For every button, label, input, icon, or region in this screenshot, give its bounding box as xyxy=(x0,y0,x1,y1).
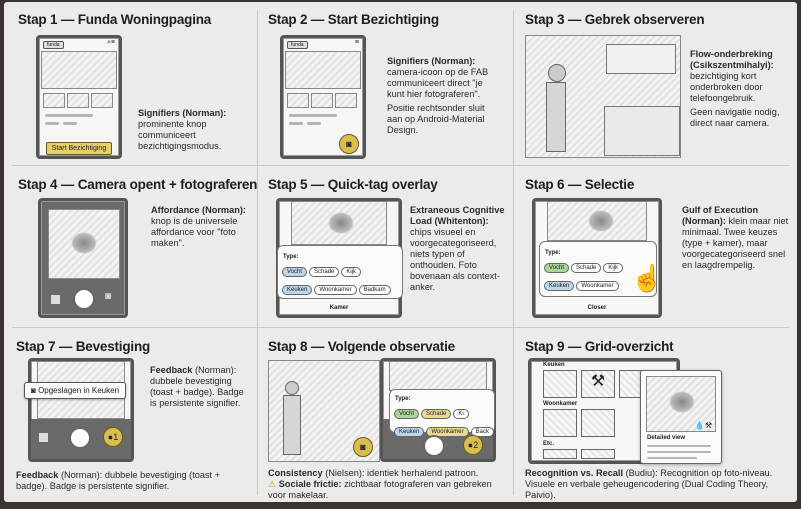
camera-icon: ◙ xyxy=(31,386,39,395)
photo-thumbnail[interactable] xyxy=(543,370,577,398)
panel-title: Stap 4 — Camera opent + fotograferen xyxy=(18,177,258,192)
switch-camera-icon[interactable]: ◙ xyxy=(105,291,112,302)
photo-thumbnail[interactable] xyxy=(543,409,577,437)
chip-vocht[interactable]: Vocht xyxy=(394,409,420,419)
panel-note: Signifiers (Norman): camera-icoon op de … xyxy=(387,56,489,135)
hammer-icon: ⚒ xyxy=(590,373,606,390)
panel-note: Extraneous Cognitive Load (Whitenton): c… xyxy=(410,205,505,292)
sheet-footer: Kamer xyxy=(329,305,349,311)
funda-logo: funda xyxy=(43,41,64,49)
shutter-button[interactable] xyxy=(423,435,445,457)
search-icon[interactable]: ⌕≡ xyxy=(106,39,115,46)
house-image xyxy=(41,51,117,89)
menu-icon[interactable]: ≡ xyxy=(354,39,359,46)
chip-kijk[interactable]: Kijk xyxy=(603,263,624,273)
panel-title: Stap 2 — Start Bezichtiging xyxy=(268,12,439,27)
kitchen-scene-illustration xyxy=(525,35,681,158)
divider xyxy=(12,327,789,328)
chip-keuken[interactable]: Keuken xyxy=(282,285,313,295)
panel-caption: Feedback (Norman): dubbele bevestiging (… xyxy=(16,470,221,491)
gallery-icon[interactable] xyxy=(39,433,48,442)
toast-saved: ◙ Opgeslagen in Keuken xyxy=(24,382,127,399)
tag-icons: 💧⚒ xyxy=(694,421,712,430)
panel-title: Stap 7 — Bevestiging xyxy=(16,339,151,354)
chip-schade[interactable]: Schade xyxy=(309,267,340,277)
divider xyxy=(12,165,789,166)
start-bezichtiging-button[interactable]: Start Bezichtiging xyxy=(46,142,112,155)
panel-title: Stap 6 — Selectie xyxy=(525,177,635,192)
camera-fab-button[interactable]: ◙ xyxy=(353,437,373,457)
panel-note: Signifiers (Norman): prominente knop com… xyxy=(138,108,227,151)
section-label: Woonkamer xyxy=(543,401,578,407)
photo-count-badge[interactable]: ●2 xyxy=(463,435,483,455)
photo-thumbnail[interactable] xyxy=(581,409,615,437)
panel-note: Affordance (Norman): knop is de universe… xyxy=(151,205,246,248)
panel-note: Flow-onderbreking (Csikszentmihalyi): be… xyxy=(690,49,780,128)
thumbnail[interactable] xyxy=(67,93,89,108)
camera-viewfinder xyxy=(48,209,120,279)
sheet-footer: Closer xyxy=(587,305,607,311)
storyboard-sheet: Stap 1 — Funda Woningpagina funda ⌕≡ Sta… xyxy=(4,2,797,502)
chip-vocht-selected[interactable]: Vocht xyxy=(544,263,570,273)
panel-caption: Recognition vs. Recall (Budiu): Recognit… xyxy=(525,468,773,500)
person-figure xyxy=(548,64,566,82)
panel-caption: Consistency (Nielsen): identiek herhalen… xyxy=(268,468,492,500)
panel-title: Stap 5 — Quick-tag overlay xyxy=(268,177,438,192)
photo-thumbnail[interactable] xyxy=(543,449,577,459)
phone-mockup: funda ⌕≡ Start Bezichtiging xyxy=(36,35,122,159)
photo-count-badge[interactable]: ●1 xyxy=(103,427,123,447)
section-label: Etc. xyxy=(543,441,555,447)
detailed-view-label: Detailed view xyxy=(647,435,686,441)
divider xyxy=(257,10,258,495)
chip-badkamer[interactable]: Badkam xyxy=(358,285,391,295)
photo-thumbnail[interactable]: ⚒ xyxy=(581,370,615,398)
chip-keuken[interactable]: Keuken xyxy=(394,427,425,437)
panel-title: Stap 9 — Grid-overzicht xyxy=(525,339,674,354)
chip-keuken[interactable]: Keuken xyxy=(544,281,575,291)
house-image xyxy=(285,51,361,89)
panel-note: Gulf of Execution (Norman): klein maar n… xyxy=(682,205,789,270)
shutter-button[interactable] xyxy=(73,288,95,310)
funda-logo: funda xyxy=(287,41,308,49)
chip-schade[interactable]: Schade xyxy=(571,263,602,273)
photo-thumbnail[interactable] xyxy=(581,449,615,459)
panel-title: Stap 3 — Gebrek observeren xyxy=(525,12,705,27)
section-label: Keuken xyxy=(543,362,565,368)
thumbnail[interactable] xyxy=(91,93,113,108)
shutter-button[interactable] xyxy=(69,427,91,449)
panel-note: Feedback (Norman): dubbele bevestiging (… xyxy=(150,365,244,408)
camera-fab-button[interactable]: ◙ xyxy=(339,134,359,154)
warning-icon: ⚠ xyxy=(268,479,279,489)
thumbnail[interactable] xyxy=(311,93,333,108)
divider xyxy=(513,10,514,495)
chip-woonkamer[interactable]: Woonkamer xyxy=(576,281,619,291)
camera-icon: ◙ xyxy=(346,139,352,149)
chip-schade[interactable]: Schade xyxy=(421,409,452,419)
thumbnail[interactable] xyxy=(287,93,309,108)
chip-woonkamer[interactable]: Woonkamer xyxy=(314,285,357,295)
gallery-icon[interactable] xyxy=(51,295,60,304)
chip-kijk[interactable]: Ki xyxy=(453,409,469,419)
panel-title: Stap 1 — Funda Woningpagina xyxy=(18,12,212,27)
chip-woonkamer[interactable]: Woonkamer xyxy=(426,427,469,437)
thumbnail[interactable] xyxy=(43,93,65,108)
detailed-view-card[interactable]: 💧⚒ Detailed view xyxy=(640,370,722,464)
thumbnail[interactable] xyxy=(335,93,357,108)
camera-phone-mockup: ◙ xyxy=(38,198,128,318)
chip-kijk[interactable]: Kijk xyxy=(341,267,362,277)
chip-vocht[interactable]: Vocht xyxy=(282,267,308,277)
chip-badkamer[interactable]: Back xyxy=(470,427,494,437)
phone-mockup: funda ≡ ◙ xyxy=(280,35,366,159)
living-room-illustration: ◙ xyxy=(268,360,380,462)
panel-title: Stap 8 — Volgende observatie xyxy=(268,339,455,354)
phone-mockup: ●1 xyxy=(28,358,134,462)
pointing-hand-icon: ☝ xyxy=(631,263,664,293)
